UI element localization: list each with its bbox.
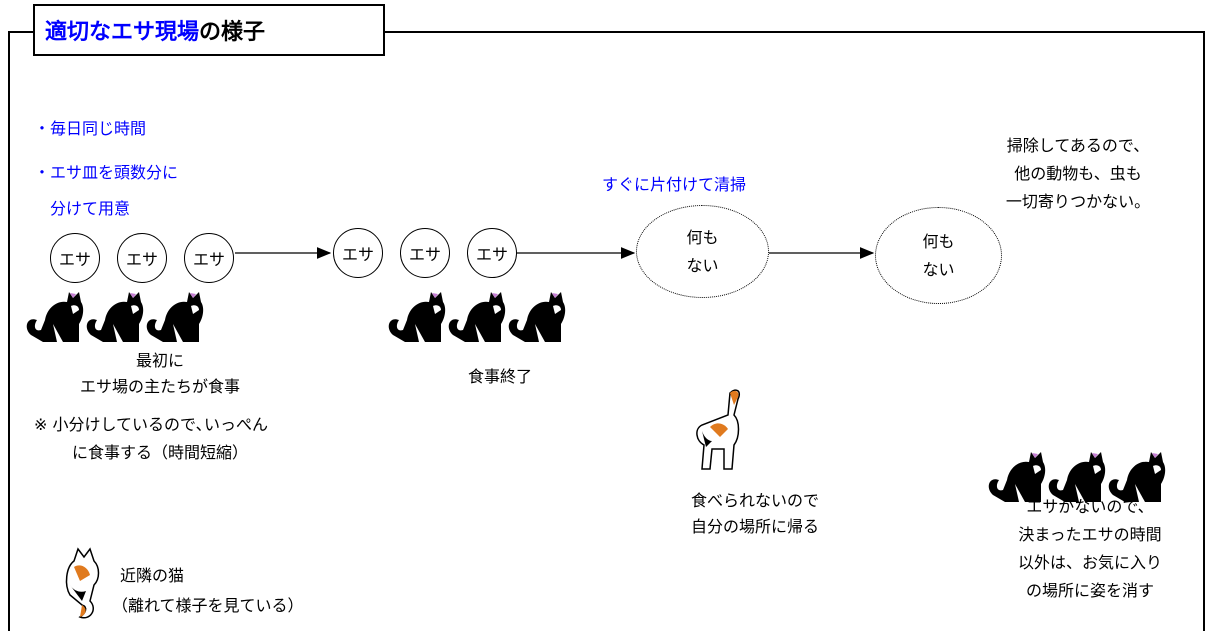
food-plate: エサ bbox=[50, 233, 100, 283]
stage2-caption: 食事終了 bbox=[467, 367, 532, 386]
stage1-caption: 最初に エサ場の主たちが食事 bbox=[40, 348, 280, 400]
cleanup-label: すぐに片付けて清掃 bbox=[602, 175, 747, 194]
food-plate: エサ bbox=[400, 228, 450, 278]
food-plate: エサ bbox=[333, 228, 383, 278]
cats-eating-icon bbox=[26, 292, 204, 342]
title-rest: の様子 bbox=[199, 20, 266, 45]
food-plate: エサ bbox=[117, 233, 167, 283]
empty-line1: 何も bbox=[686, 227, 719, 247]
cats-away-caption: エサがないので、 決まったエサの時間 以外は、お気に入り の場所に姿を消す bbox=[970, 493, 1210, 605]
stage1-line: 最初に bbox=[135, 351, 184, 370]
food-plate: エサ bbox=[467, 228, 517, 278]
empty-line1: 何も bbox=[922, 231, 955, 251]
neighbor-caption-1: 近隣の猫 bbox=[120, 566, 185, 585]
clean-note: 掃除してあるので、 他の動物も、虫も 一切寄りつかない。 bbox=[968, 132, 1188, 216]
food-plate: エサ bbox=[184, 233, 234, 283]
stage1-line: エサ場の主たちが食事 bbox=[79, 377, 240, 396]
diagram-frame bbox=[8, 31, 1205, 631]
note-small-line1: ※ 小分けしているので､いっぺん bbox=[34, 415, 269, 434]
cats-away-line: 以外は、お気に入り bbox=[1017, 553, 1162, 572]
cats-away-line: の場所に姿を消す bbox=[1025, 581, 1154, 600]
neighbor-caption-2: （離れて様子を見ている） bbox=[112, 596, 304, 615]
clean-note-line: 掃除してあるので、 bbox=[1006, 136, 1150, 155]
bullet-plates-cont: 分けて用意 bbox=[50, 199, 131, 218]
empty-plate-circle: 何もない bbox=[636, 205, 769, 298]
empty-line2: ない bbox=[686, 255, 719, 275]
empty-line2: ない bbox=[922, 259, 955, 279]
clean-note-line: 一切寄りつかない。 bbox=[1005, 192, 1151, 211]
clean-note-line: 他の動物も、虫も bbox=[1014, 164, 1142, 183]
empty-plate-circle: 何もない bbox=[875, 207, 1002, 304]
calico-caption: 食べられないので 自分の場所に帰る bbox=[640, 488, 870, 540]
calico-line: 自分の場所に帰る bbox=[690, 517, 819, 536]
note-small-line2: に食事する（時間短縮） bbox=[72, 443, 249, 462]
title-highlight: 適切なエサ現場 bbox=[45, 20, 200, 45]
neighbor-cat-icon bbox=[65, 547, 100, 619]
cats-away-line: エサがないので、 bbox=[1026, 497, 1154, 516]
cats-finished-icon bbox=[388, 292, 566, 342]
calico-line: 食べられないので bbox=[690, 491, 819, 510]
bullet-plates: ・エサ皿を頭数分に bbox=[34, 163, 179, 182]
calico-cat-icon bbox=[696, 389, 741, 470]
diagram-title: 適切なエサ現場の様子 bbox=[33, 4, 385, 56]
cats-away-line: 決まったエサの時間 bbox=[1018, 525, 1162, 544]
bullet-same-time: ・毎日同じ時間 bbox=[34, 119, 147, 138]
